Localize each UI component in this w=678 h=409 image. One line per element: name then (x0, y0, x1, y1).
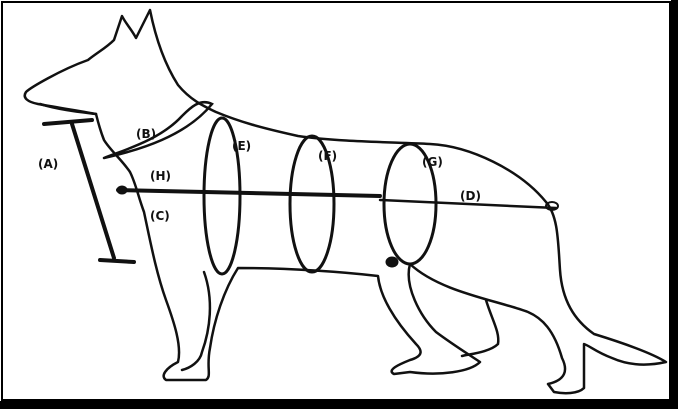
measure-a-top-cap (44, 120, 92, 124)
label-h: (H) (150, 169, 171, 183)
label-b: (B) (136, 127, 156, 141)
label-a: (A) (38, 157, 58, 171)
measure-b-neck-loop (104, 102, 212, 158)
label-d: (D) (460, 189, 481, 203)
label-c: (C) (150, 209, 170, 223)
measure-a-bottom-cap (100, 260, 134, 262)
label-f: (F) (318, 149, 337, 163)
dog-silhouette (25, 10, 666, 393)
measure-h-end-dot (117, 186, 127, 194)
label-e: (E) (232, 139, 251, 153)
measure-g-end-dot (386, 257, 398, 267)
label-g: (G) (422, 155, 443, 169)
measure-h-line (118, 190, 380, 196)
